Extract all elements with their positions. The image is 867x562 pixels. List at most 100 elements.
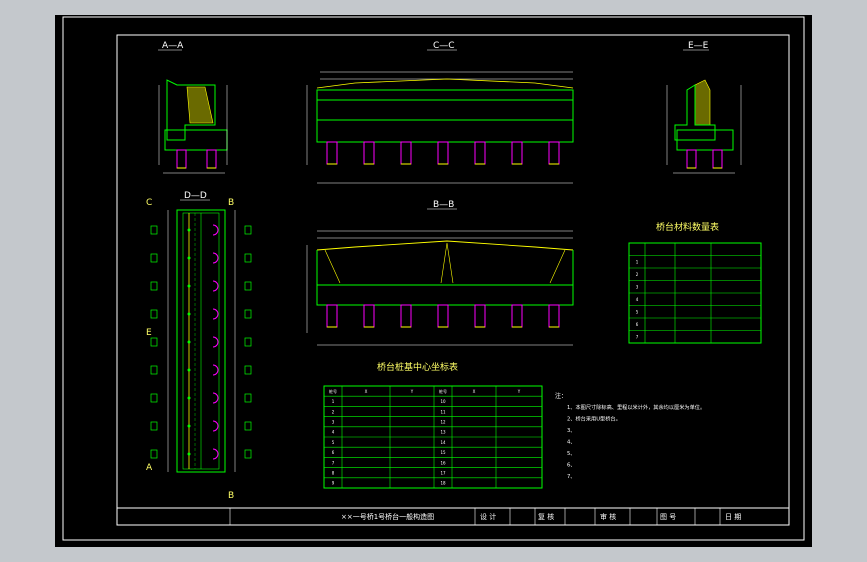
section-marker-e: E [146,328,152,338]
cad-drawing-canvas[interactable]: A—A C—C E—E [55,15,812,547]
pile-plan [212,224,219,236]
view-title-b-b: B—B [433,200,454,210]
pile-mark-left [150,393,158,403]
pile [548,141,560,165]
pile-table-cell: 14 [440,440,446,445]
pile-mark-right [244,365,252,375]
d-d-piles [187,224,219,460]
view-title-e-e: E—E [688,41,709,51]
note-line: 4、 [567,440,576,446]
material-table-cell: 7 [636,335,639,340]
pile [548,304,560,328]
pile-plan [212,336,219,348]
pile-table-header: X [473,389,476,394]
view-d-d: D—D C B E A B [146,191,252,501]
material-table-cell: 3 [636,285,639,290]
pile-table-cell: 15 [440,450,446,455]
pile [511,141,523,165]
view-title-a-a: A—A [162,41,184,51]
pile [437,141,449,165]
note-line: 1、本图尺寸除标高、里程以米计外，其余均以厘米为单位。 [567,403,705,411]
pile-mark-left [150,337,158,347]
pile-mark-left [150,309,158,319]
material-table-cell: 5 [636,310,639,315]
view-c-c: C—C [306,41,574,184]
pile-table-cell: 11 [440,409,446,414]
pile-table-cell: 12 [440,420,446,425]
pile-mark-right [244,337,252,347]
outer-frame [62,16,805,541]
date-label: 日 期 [725,513,741,521]
pile-plan [212,308,219,320]
pile-table-cell: 10 [440,399,446,404]
pile-table-cell: 6 [332,450,335,455]
pile-table-cell: 3 [332,420,335,425]
section-marker-b-bottom: B [228,491,234,501]
pile [363,141,375,165]
material-table-cell: 1 [636,260,639,265]
pile-table-cell: 1 [332,399,335,404]
b-b-piles [326,304,560,328]
pile-table-cell: 9 [332,481,335,486]
pile-table-cell: 4 [332,430,335,435]
pile-mark-left [150,225,158,235]
pile [474,304,486,328]
pile [326,141,338,165]
design-label: 设 计 [480,512,496,521]
d-d-pile-marks [150,225,252,459]
note-line: 7、 [567,474,576,480]
drawing-no-label: 图 号 [660,513,676,521]
view-e-e: E—E [666,41,742,174]
material-table-cell: 4 [636,297,639,302]
pile-mark-right [244,225,252,235]
pile-table-cell: 13 [440,430,446,435]
pile [363,304,375,328]
drawing-sheet: A—A C—C E—E [62,16,805,541]
pile [326,304,338,328]
material-table-title: 桥台材料数量表 [656,221,719,233]
pile-plan [212,448,219,460]
note-line: 3、 [567,428,576,434]
pile-plan [212,392,219,404]
pile-mark-left [150,253,158,263]
pile-mark-right [244,253,252,263]
material-table-cell: 6 [636,322,639,327]
pile-mark-right [244,449,252,459]
pile-table-cell: 17 [440,471,446,476]
pile-plan [212,364,219,376]
pile-table-header: 桩号 [329,388,337,394]
note-line: 5、 [567,451,576,457]
c-c-piles [326,141,560,165]
view-title-c-c: C—C [433,41,455,51]
pile-plan [212,252,219,264]
pile-table-header: X [365,389,368,394]
review-label: 复 核 [538,512,554,521]
note-line: 2、桥台采用U型桥台。 [567,415,621,423]
pile [437,304,449,328]
pile-mark-left [150,449,158,459]
material-table-cell: 2 [636,272,639,277]
pile-table-cell: 16 [440,460,446,465]
view-a-a: A—A [158,41,228,174]
notes: 注： 1、本图尺寸除标高、里程以米计外，其余均以厘米为单位。 2、桥台采用U型桥台… [555,392,705,480]
pile-table-header: Y [410,389,414,394]
pile-table-header: 桩号 [439,388,447,394]
view-b-b: B—B [306,200,574,346]
notes-heading: 注： [555,392,567,400]
pile-plan [212,420,219,432]
pile-mark-right [244,309,252,319]
pile [511,304,523,328]
section-marker-a: A [146,463,153,473]
approve-label: 审 核 [600,512,616,521]
pile-table-cell: 8 [332,471,335,476]
title-block: ××一号桥1号桥台一般构造图 设 计 复 核 审 核 图 号 日 期 [116,507,790,526]
pile-mark-left [150,281,158,291]
pile-mark-right [244,393,252,403]
pile-mark-left [150,365,158,375]
pile [474,141,486,165]
material-quantity-table: 桥台材料数量表 1 2 3 4 5 6 7 [628,221,762,344]
pile [400,141,412,165]
pile-plan [212,280,219,292]
pile-table-header: Y [517,389,521,394]
